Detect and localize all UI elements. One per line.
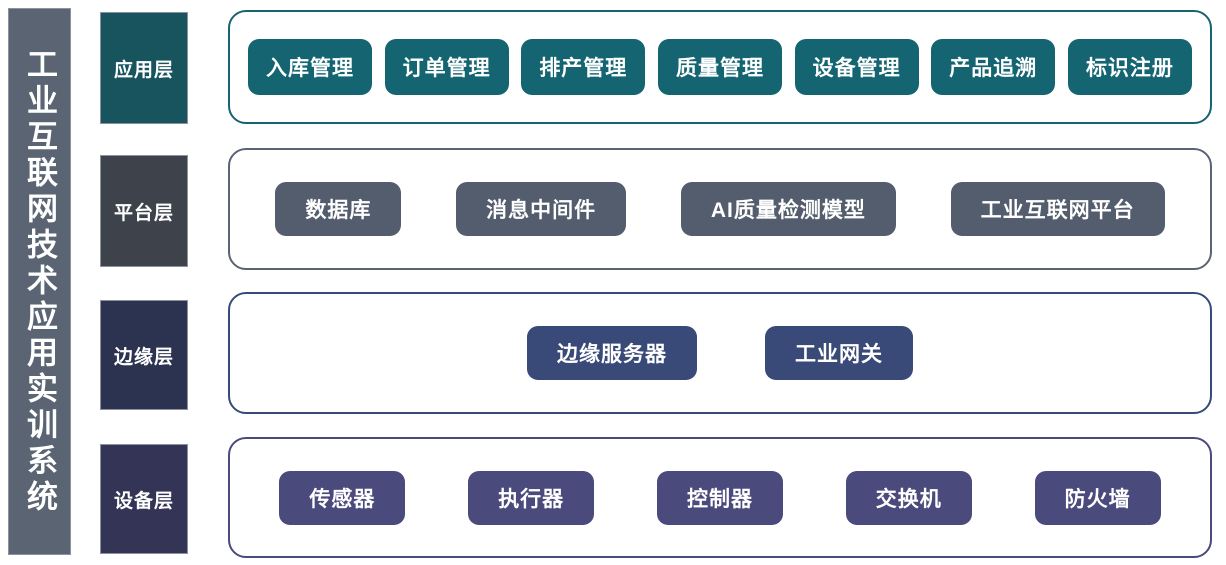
module-pill[interactable]: 产品追溯 <box>931 39 1056 95</box>
system-title-bar: 工业互联网技术应用实训系统 <box>8 8 71 555</box>
pill-strip-application: 入库管理 订单管理 排产管理 质量管理 设备管理 产品追溯 标识注册 <box>248 39 1192 95</box>
pill-strip-device: 传感器 执行器 控制器 交换机 防火墙 <box>248 470 1192 525</box>
layer-badge-label-application: 应用层 <box>113 59 174 81</box>
layer-badge-application: 应用层 <box>100 12 188 124</box>
layer-container-application: 入库管理 订单管理 排产管理 质量管理 设备管理 产品追溯 标识注册 <box>228 10 1212 124</box>
module-pill[interactable]: 控制器 <box>656 470 783 525</box>
module-pill[interactable]: 消息中间件 <box>456 182 627 236</box>
module-pill[interactable]: 工业网关 <box>765 326 913 380</box>
module-pill[interactable]: 设备管理 <box>794 39 919 95</box>
module-pill[interactable]: AI质量检测模型 <box>680 182 896 236</box>
layer-container-platform: 数据库 消息中间件 AI质量检测模型 工业互联网平台 <box>228 148 1212 270</box>
module-pill[interactable]: 传感器 <box>279 470 406 525</box>
module-pill[interactable]: 交换机 <box>845 470 972 525</box>
module-pill[interactable]: 订单管理 <box>384 39 509 95</box>
layer-badge-label-device: 设备层 <box>113 490 174 512</box>
layer-badge-edge: 边缘层 <box>100 300 188 410</box>
layer-container-edge: 边缘服务器 工业网关 <box>228 292 1212 414</box>
layer-badge-platform: 平台层 <box>100 155 188 267</box>
module-pill[interactable]: 质量管理 <box>657 39 782 95</box>
system-title-text: 工业互联网技术应用实训系统 <box>22 47 57 516</box>
module-pill[interactable]: 数据库 <box>275 182 402 236</box>
module-pill[interactable]: 排产管理 <box>521 39 646 95</box>
module-pill[interactable]: 执行器 <box>468 470 595 525</box>
module-pill[interactable]: 入库管理 <box>248 39 372 95</box>
module-pill[interactable]: 工业互联网平台 <box>950 182 1165 236</box>
layer-badge-label-platform: 平台层 <box>113 202 174 224</box>
module-pill[interactable]: 标识注册 <box>1067 39 1192 95</box>
pill-strip-edge: 边缘服务器 工业网关 <box>248 326 1192 380</box>
pill-strip-platform: 数据库 消息中间件 AI质量检测模型 工业互联网平台 <box>248 182 1192 236</box>
layer-badge-label-edge: 边缘层 <box>113 346 174 368</box>
module-pill[interactable]: 边缘服务器 <box>527 326 697 380</box>
layer-container-device: 传感器 执行器 控制器 交换机 防火墙 <box>228 437 1212 558</box>
module-pill[interactable]: 防火墙 <box>1034 470 1161 525</box>
layer-badge-device: 设备层 <box>100 444 188 554</box>
